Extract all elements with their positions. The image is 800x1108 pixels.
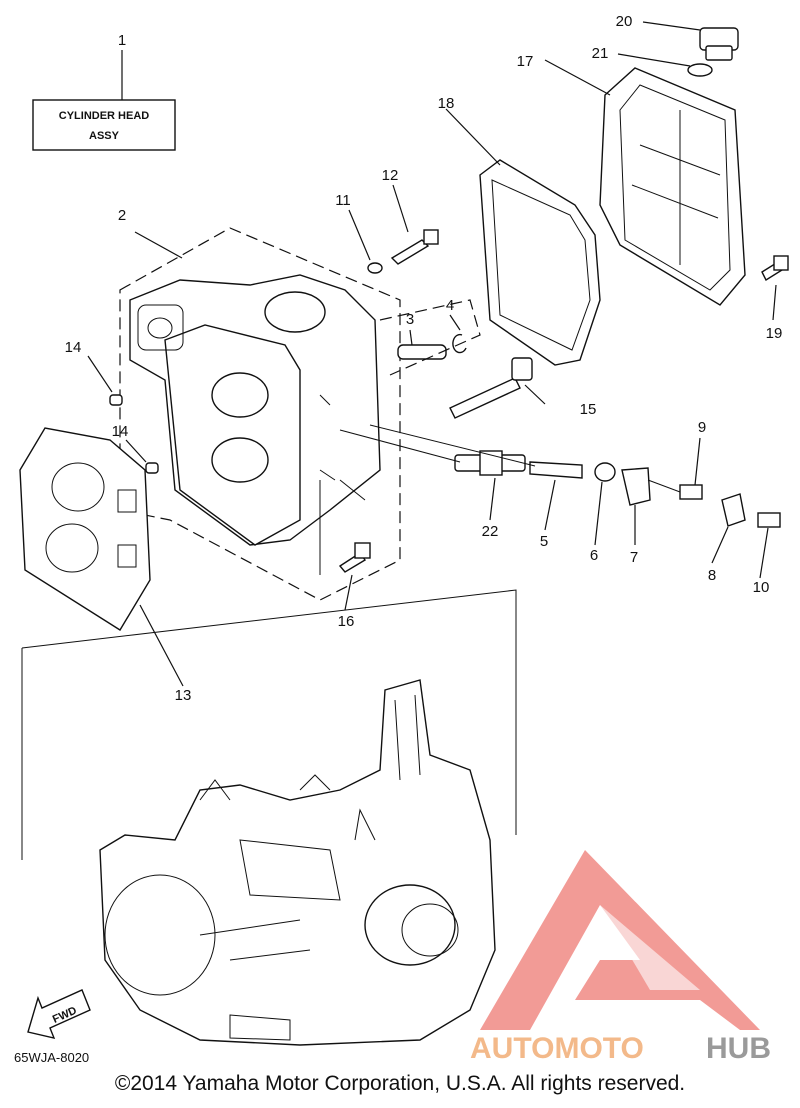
cylinder-head-cover	[599, 67, 746, 306]
callout-19: 19	[766, 325, 783, 342]
copyright-notice: ©2014 Yamaha Motor Corporation, U.S.A. A…	[114, 1072, 686, 1095]
cover-gasket	[479, 159, 601, 366]
callout-18: 18	[438, 95, 455, 112]
callout-22: 22	[482, 523, 499, 540]
block-guide-frame	[21, 589, 517, 860]
callout-13: 13	[175, 687, 192, 704]
bracket	[721, 493, 746, 527]
callout-8: 8	[708, 567, 716, 584]
bolt-10	[757, 512, 781, 528]
bolt-9	[679, 484, 703, 500]
fwd-arrow: FWD	[27, 989, 91, 1039]
thermostat-shaft	[529, 461, 583, 479]
bolt-12	[390, 229, 439, 265]
oil-filler-cap	[699, 27, 739, 61]
diagram-code: 65WJA-8020	[14, 1050, 89, 1065]
callout-17: 17	[517, 53, 534, 70]
callout-3: 3	[406, 311, 414, 328]
bolt-19	[761, 255, 789, 282]
assembly-label-line2: ASSY	[89, 130, 120, 142]
o-ring	[687, 63, 713, 77]
cylinder-block	[99, 679, 496, 1046]
callout-6: 6	[590, 547, 598, 564]
callout-16: 16	[338, 613, 355, 630]
head-gasket	[19, 427, 151, 631]
leader-lines	[87, 21, 777, 687]
washer	[367, 262, 383, 274]
callout-9: 9	[698, 419, 706, 436]
callout-12: 12	[382, 167, 399, 184]
callout-4: 4	[446, 297, 454, 314]
cylinder-head	[129, 274, 381, 546]
thermostat	[594, 462, 616, 482]
callout-14-upper: 14	[65, 339, 82, 356]
assembly-label-line1: CYLINDER HEAD	[59, 110, 150, 122]
callout-labels: 1 2 3 4 5 6 7 8 9 10 11 12 13 14 14 15 1…	[65, 13, 783, 704]
assembly-label-box: CYLINDER HEAD ASSY	[32, 50, 176, 151]
callout-10: 10	[753, 579, 770, 596]
callout-11: 11	[335, 192, 351, 209]
watermark-text-b: HUB	[706, 1032, 771, 1065]
callout-20: 20	[616, 13, 633, 30]
callout-1: 1	[118, 32, 126, 49]
callout-14-lower: 14	[112, 423, 129, 440]
dowel-pin-lower	[145, 462, 159, 474]
automotohub-logo	[480, 850, 760, 1030]
callout-15: 15	[580, 401, 597, 418]
watermark-text-a: AUTOMOTO	[470, 1032, 644, 1065]
callout-2: 2	[118, 207, 126, 224]
subassembly-dashed-box	[379, 299, 481, 376]
dowel-pin-upper	[109, 394, 123, 406]
long-bolt-15	[449, 357, 533, 419]
callout-5: 5	[540, 533, 548, 550]
bolt-16	[338, 542, 371, 573]
shaft-pin	[397, 344, 447, 360]
callout-21: 21	[592, 45, 609, 62]
callout-7: 7	[630, 549, 638, 566]
automotohub-wordmark: AUTOMOTO HUB	[470, 1032, 771, 1065]
